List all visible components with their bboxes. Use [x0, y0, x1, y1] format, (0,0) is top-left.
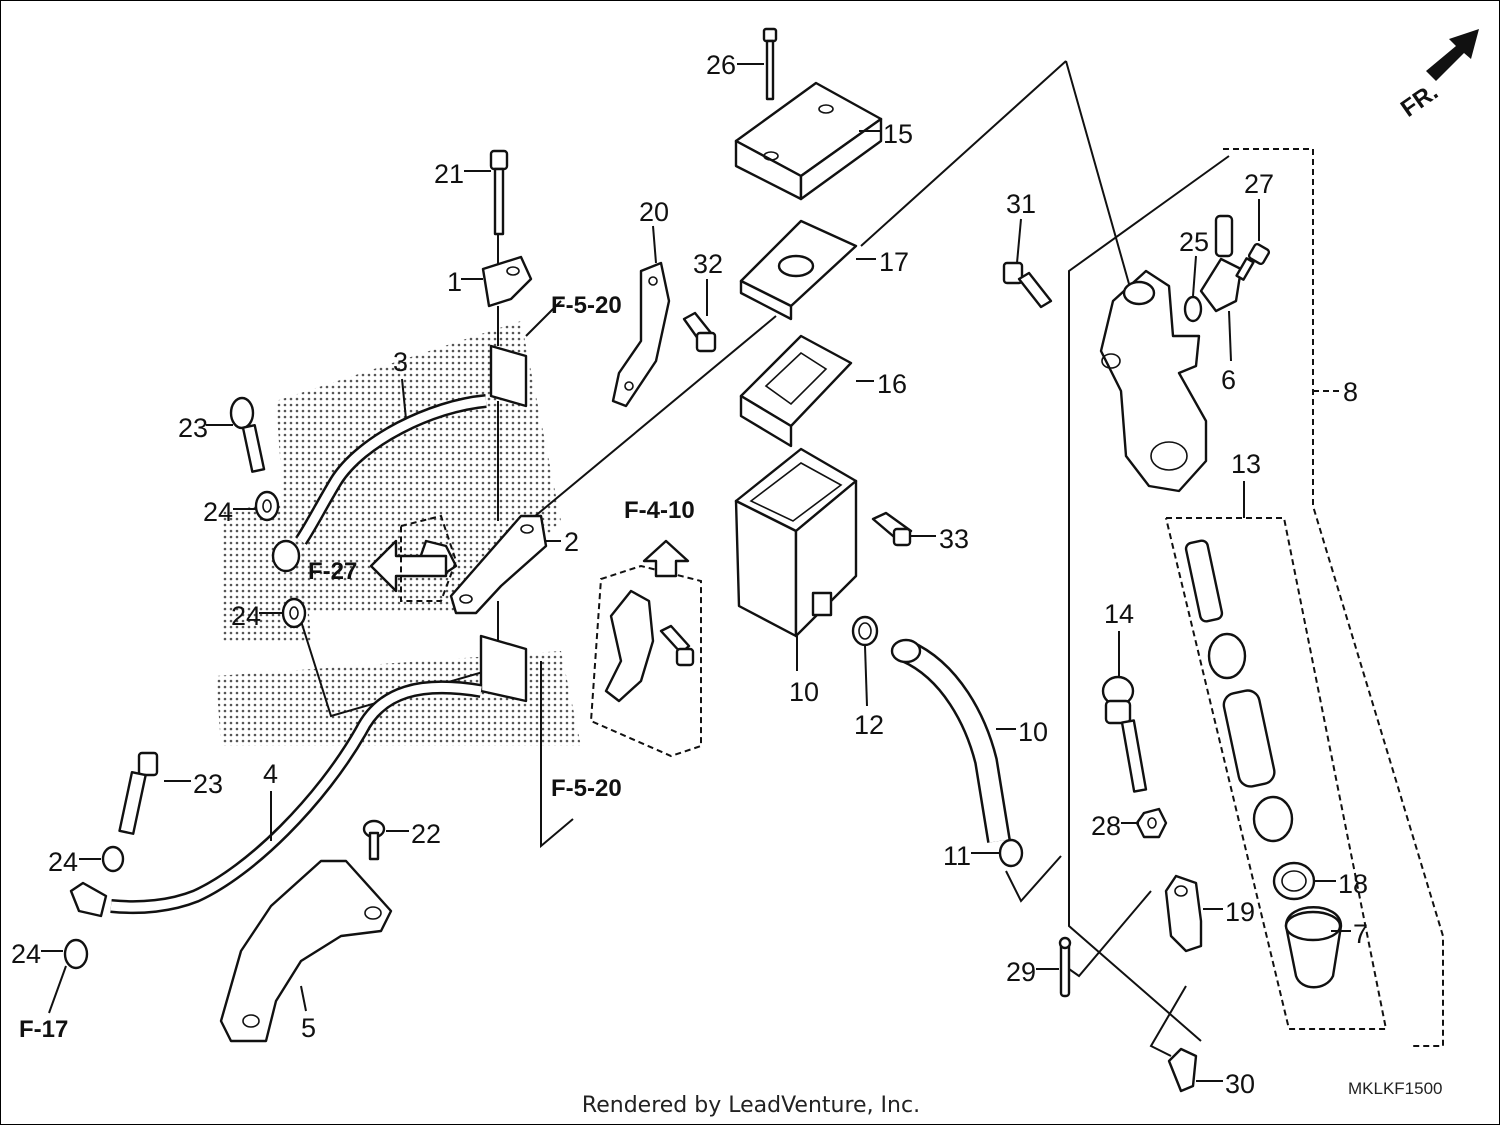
part-plate-17	[739, 219, 858, 321]
part-reservoir-9	[734, 447, 858, 638]
part-hose-3	[271, 344, 528, 573]
label-part-21: 21	[434, 159, 464, 189]
part-hose-guide-5	[219, 859, 393, 1043]
part-bolt-33	[871, 511, 913, 547]
label-part-17: 17	[879, 247, 909, 277]
part-bolt-32	[682, 311, 717, 353]
part-clip-12	[851, 615, 879, 647]
label-part-24-b: 24	[231, 601, 261, 631]
assembly-outlines	[589, 148, 1444, 1047]
part-screw-26	[762, 27, 778, 101]
part-bolt-23-upper	[229, 396, 266, 473]
label-part-23-upper: 23	[178, 413, 208, 443]
label-part-7: 7	[1353, 919, 1368, 949]
label-part-2: 2	[564, 527, 579, 557]
part-push-rod-14	[1101, 675, 1148, 793]
part-joint-6	[1199, 214, 1243, 313]
label-part-8: 8	[1343, 377, 1358, 407]
label-part-10: 10	[1018, 717, 1048, 747]
part-bolt-23-lower	[118, 751, 159, 835]
part-bolt-21	[489, 149, 509, 236]
label-part-28: 28	[1091, 811, 1121, 841]
part-master-cylinder-8	[1099, 269, 1208, 493]
label-part-14: 14	[1104, 599, 1134, 629]
label-part-4: 4	[263, 759, 278, 789]
label-part-16: 16	[877, 369, 907, 399]
part-piston-set-13	[1184, 539, 1294, 843]
label-part-13: 13	[1231, 449, 1261, 479]
label-part-18: 18	[1338, 869, 1368, 899]
part-boot-7	[1284, 906, 1343, 989]
label-part-1: 1	[447, 267, 462, 297]
ref-f27: F-27	[308, 558, 357, 585]
label-part-24-a: 24	[203, 497, 233, 527]
front-direction-arrow	[1426, 29, 1479, 81]
label-part-31: 31	[1006, 189, 1036, 219]
part-oring-25	[1183, 295, 1203, 323]
label-part-19: 19	[1225, 897, 1255, 927]
part-nut-28	[1135, 807, 1168, 839]
label-part-33: 33	[939, 524, 969, 554]
ref-f4-10: F-4-10	[624, 497, 695, 524]
part-washer-24-b	[281, 597, 307, 629]
guide-detail	[604, 539, 695, 703]
ref-f5-20-top: F-5-20	[551, 292, 622, 319]
part-bracket-20	[611, 261, 671, 408]
part-washer-24-a	[254, 490, 280, 522]
label-part-20: 20	[639, 197, 669, 227]
part-clamp-1	[481, 255, 533, 308]
label-part-15: 15	[883, 119, 913, 149]
label-part-12: 12	[854, 710, 884, 740]
label-part-27: 27	[1244, 169, 1274, 199]
footer-credit: Rendered by LeadVenture, Inc.	[581, 1093, 921, 1118]
label-part-5: 5	[301, 1013, 316, 1043]
part-circlip-18	[1272, 861, 1316, 901]
part-hose-10	[890, 638, 1011, 843]
part-bolt-31	[1002, 261, 1053, 309]
label-part-22: 22	[411, 819, 441, 849]
ref-f17: F-17	[19, 1016, 68, 1043]
part-clip-11	[998, 838, 1024, 868]
label-part-26: 26	[706, 50, 736, 80]
part-washer-24-c	[101, 845, 125, 873]
diagram-code: MKLKF1500	[1348, 1079, 1443, 1098]
f27-arrow	[369, 514, 458, 602]
part-washer-24-d	[63, 938, 89, 970]
label-part-24-d: 24	[11, 939, 41, 969]
part-bolt-22	[362, 819, 386, 861]
ref-f5-20-bottom: F-5-20	[551, 775, 622, 802]
label-part-29: 29	[1006, 957, 1036, 987]
part-screw-27	[1235, 242, 1271, 281]
label-part-32: 32	[693, 249, 723, 279]
label-part-25: 25	[1179, 227, 1209, 257]
label-part-30: 30	[1225, 1069, 1255, 1099]
part-diaphragm-16	[739, 334, 853, 448]
label-part-23-lower: 23	[193, 769, 223, 799]
reference-labels: F-5-20 F-5-20 F-4-10 F-27 F-17 FR. MKLKF…	[19, 78, 1443, 1098]
label-part-24-c: 24	[48, 847, 78, 877]
label-part-11: 11	[943, 841, 971, 871]
label-part-3: 3	[393, 347, 408, 377]
part-reservoir-cap-15	[734, 81, 883, 201]
part-labels: 26 15 17 16 33 10 12 10 11 21 1 3 20 32 …	[11, 50, 1368, 1099]
label-part-9: 10	[789, 677, 819, 707]
part-hose-4	[69, 634, 528, 918]
front-direction-label: FR.	[1396, 78, 1443, 122]
part-pin-30	[1167, 1047, 1198, 1093]
label-part-6: 6	[1221, 365, 1236, 395]
part-joint-19	[1164, 874, 1203, 953]
label-leaders	[41, 63, 1351, 1082]
part-pin-29	[1058, 936, 1072, 998]
